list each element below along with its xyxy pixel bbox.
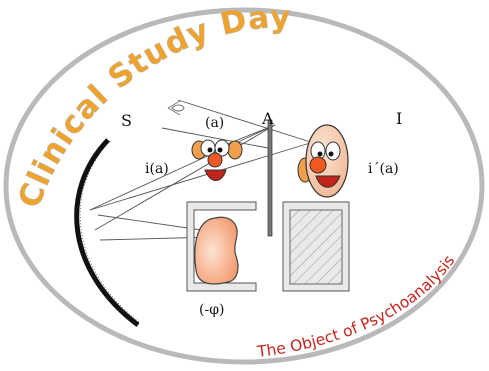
box-right xyxy=(282,201,350,292)
face-right xyxy=(297,124,349,198)
vase xyxy=(194,216,239,285)
frame-ellipse xyxy=(3,7,485,365)
label-i-prime-a: i´(a) xyxy=(368,161,399,177)
label-s: S xyxy=(121,111,132,130)
label-i: I xyxy=(396,109,402,128)
label-minus-phi: (-φ) xyxy=(199,302,224,318)
eye-icon xyxy=(167,100,185,116)
plane-mirror xyxy=(267,119,273,237)
face-left xyxy=(191,139,243,181)
label-a-plane: A xyxy=(261,109,274,128)
label-a-object: (a) xyxy=(205,115,224,131)
concave-mirror xyxy=(74,138,143,327)
light-rays xyxy=(89,99,321,241)
box-left xyxy=(186,201,257,292)
label-i-a: i(a) xyxy=(145,161,169,177)
